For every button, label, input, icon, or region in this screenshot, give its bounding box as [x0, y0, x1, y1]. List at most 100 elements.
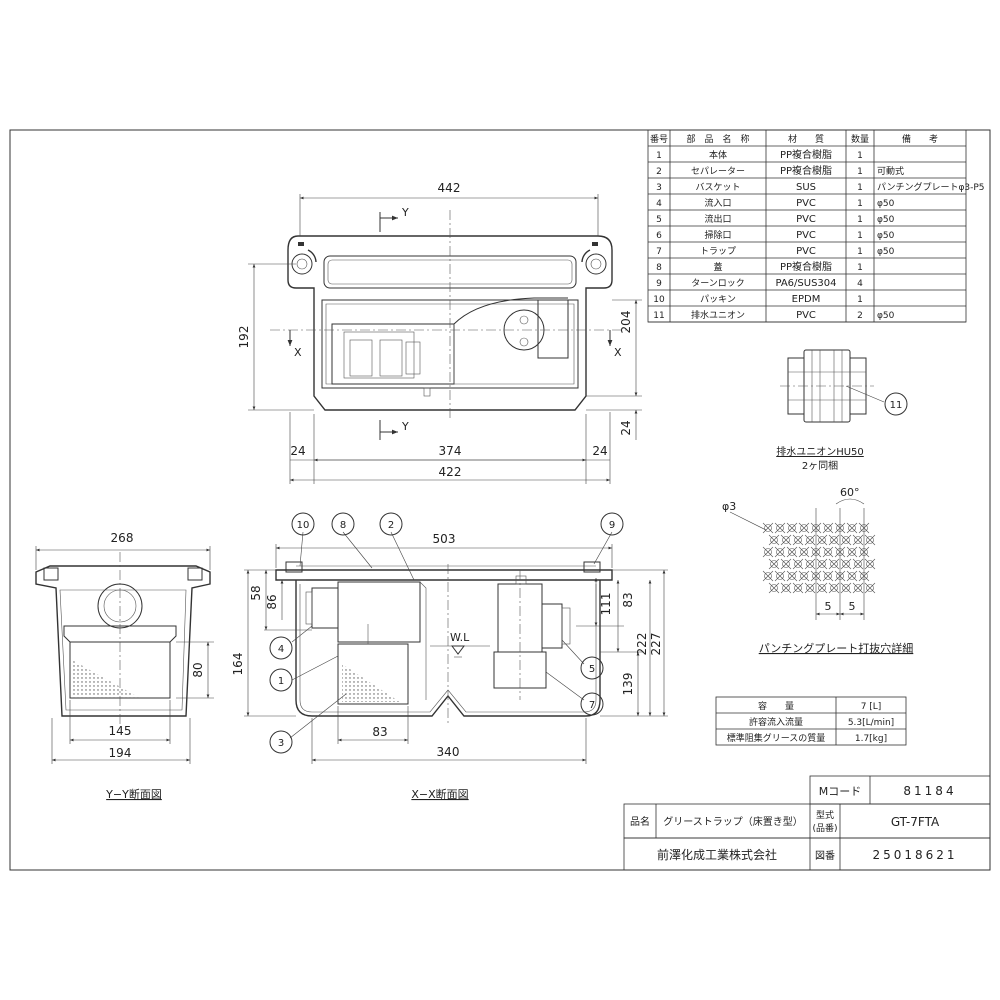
top-view: 442 192 204 24 24 374 24 422 Y Y X X — [237, 181, 642, 484]
mcode-label: Mコード — [819, 785, 862, 798]
punch-hole — [840, 582, 852, 594]
yy-caption: Y−Y断面図 — [105, 787, 162, 801]
xx-dim-222: 222 — [635, 633, 649, 656]
punch-hole — [762, 570, 774, 582]
water-level-label: W.L — [450, 631, 470, 644]
parts-table-cell: パッキン — [700, 294, 736, 305]
top-dim-24-right-bottom: 24 — [592, 444, 607, 458]
parts-table-header: 材 質 — [788, 133, 824, 145]
parts-table-cell: PVC — [796, 246, 816, 257]
model-label: 型式 — [816, 809, 834, 821]
parts-table-cell: 掃除口 — [704, 229, 731, 241]
parts-table-cell: EPDM — [792, 294, 821, 305]
parts-table-cell: PP複合樹脂 — [780, 164, 832, 177]
punch-hole — [846, 546, 858, 558]
angle-label: 60° — [840, 486, 860, 499]
callout-11 — [884, 392, 908, 416]
punch-hole — [768, 534, 780, 546]
parts-table-header: 備 考 — [902, 133, 938, 145]
parts-table-cell: 4 — [656, 199, 662, 209]
title-block: Mコード 81184 品名 グリーストラップ（床置き型） 型式 (品番) GT-… — [623, 775, 991, 871]
punch-hole — [822, 546, 834, 558]
punch-hole — [774, 522, 786, 534]
callout-balloon — [331, 512, 355, 536]
punch-hole — [816, 534, 828, 546]
punch-hole — [774, 546, 786, 558]
punch-hole — [846, 522, 858, 534]
drawing-no-value: 25018621 — [872, 848, 957, 862]
parts-table-cell: 本体 — [709, 149, 727, 161]
xx-dim-164: 164 — [231, 653, 245, 676]
parts-table-cell: 排水ユニオン — [691, 309, 745, 321]
callout-label: 2 — [388, 520, 394, 531]
xx-dim-227: 227 — [649, 633, 663, 656]
yy-section: 268 80 145 194 Y−Y断面図 — [35, 531, 214, 801]
capacity-value: 7 [L] — [861, 702, 882, 712]
punch-hole — [828, 534, 840, 546]
punch-hole — [852, 558, 864, 570]
punching-plate-detail: φ3 60° 5 5 パンチングプレート打抜穴詳細 — [722, 486, 913, 655]
punch-hole — [768, 582, 780, 594]
parts-table-header: 番号 — [650, 133, 668, 145]
parts-table-cell: 1 — [857, 295, 863, 305]
parts-table-cell: セパレーター — [691, 166, 745, 177]
parts-table-cell: 1 — [857, 183, 863, 193]
callout-balloon — [291, 512, 315, 536]
parts-table-cell: 4 — [857, 279, 863, 289]
punch-hole — [816, 582, 828, 594]
punch-hole — [864, 582, 876, 594]
xx-dim-340: 340 — [437, 745, 460, 759]
punch-hole — [780, 582, 792, 594]
top-dim-422: 422 — [439, 465, 462, 479]
parts-table-cell: 6 — [656, 231, 662, 241]
callout-11-label: 11 — [890, 400, 903, 411]
parts-table-cell: 11 — [653, 311, 664, 321]
parts-table-cell: 9 — [656, 279, 662, 289]
top-dim-442: 442 — [438, 181, 461, 195]
parts-table-cell: PVC — [796, 310, 816, 321]
parts-table-cell: φ50 — [877, 215, 895, 225]
punch-hole — [786, 570, 798, 582]
capacity-label: 標準阻集グリースの質量 — [727, 732, 826, 744]
punch-hole — [840, 534, 852, 546]
punch-hole — [864, 534, 876, 546]
capacity-label: 許容流入流量 — [749, 716, 803, 728]
parts-table-cell: 1 — [857, 151, 863, 161]
parts-table-cell: トラップ — [700, 246, 736, 257]
model-value: GT-7FTA — [891, 815, 940, 829]
xx-dim-58: 58 — [249, 585, 263, 600]
punch-hole — [804, 534, 816, 546]
parts-table-cell: PP複合樹脂 — [780, 148, 832, 161]
union-detail: 11 排水ユニオンHU50 2ヶ同梱 — [776, 349, 908, 472]
drawing-frame — [9, 129, 991, 871]
punch-hole — [846, 570, 858, 582]
callout-label: 3 — [278, 738, 284, 749]
section-mark-y-top: Y — [401, 206, 409, 219]
punch-hole — [852, 534, 864, 546]
name-value: グリーストラップ（床置き型） — [663, 815, 803, 828]
parts-table-header: 数量 — [851, 133, 869, 145]
top-dim-24-right: 24 — [619, 420, 633, 435]
name-label: 品名 — [630, 815, 650, 828]
parts-table-cell: 1 — [857, 247, 863, 257]
punch-hole — [786, 546, 798, 558]
punching-caption: パンチングプレート打抜穴詳細 — [759, 641, 914, 655]
punch-hole — [852, 582, 864, 594]
callout-label: 8 — [340, 520, 346, 531]
union-caption-qty: 2ヶ同梱 — [802, 459, 838, 472]
capacity-table-frame — [715, 696, 907, 746]
punch-hole — [804, 558, 816, 570]
punch-hole — [828, 558, 840, 570]
company-name: 前澤化成工業株式会社 — [657, 847, 777, 862]
parts-table-cell: 10 — [653, 295, 665, 305]
punch-hole — [792, 582, 804, 594]
parts-table-cell: ターンロック — [691, 278, 745, 289]
callout-label: 9 — [609, 520, 615, 531]
parts-table-cell: 3 — [656, 183, 662, 193]
parts-table-cell: PVC — [796, 230, 816, 241]
parts-table-cell: 蓋 — [713, 261, 722, 273]
parts-table-cell: 5 — [656, 215, 662, 225]
